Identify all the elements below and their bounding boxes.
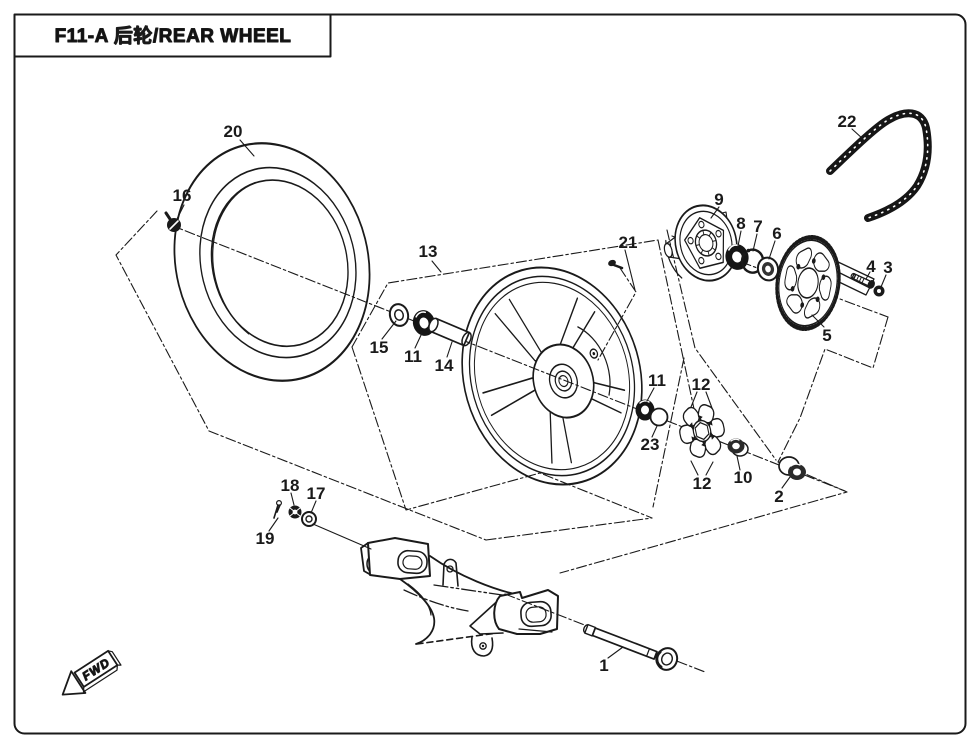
callout-1: 1	[599, 656, 608, 675]
callout-18: 18	[281, 476, 300, 495]
boundary-link-line	[485, 517, 653, 541]
bolt-part-4	[850, 272, 875, 289]
damper-group-boundary	[652, 357, 685, 508]
spacer-part-10	[727, 438, 749, 457]
bushing-part-2	[778, 456, 806, 480]
callout-16: 16	[173, 186, 192, 205]
washer-part-6	[756, 256, 780, 282]
swingarm	[360, 537, 559, 657]
callout-11-left: 11	[404, 347, 422, 366]
callout-8: 8	[736, 214, 745, 233]
title-box	[13, 13, 332, 58]
callout-14: 14	[435, 356, 454, 375]
callout-23: 23	[641, 435, 660, 454]
callout-4: 4	[866, 257, 876, 276]
spacer-tube-part-14	[428, 317, 472, 347]
callout-9: 9	[714, 190, 723, 209]
callout-10: 10	[734, 468, 753, 487]
axle-part-1	[582, 623, 679, 671]
leader-lines	[176, 128, 887, 659]
callout-12-bottom: 12	[693, 474, 712, 493]
callout-7: 7	[753, 217, 762, 236]
callout-5: 5	[822, 326, 831, 345]
cotter-pin-part-19	[273, 500, 283, 519]
page-title: F11-A 后轮/REAR WHEEL	[55, 24, 292, 47]
callout-12-top: 12	[692, 375, 711, 394]
tire-group-boundary	[115, 210, 487, 541]
oring-part-23	[649, 407, 669, 427]
callout-2: 2	[774, 487, 783, 506]
sprocket-group-boundary-left	[666, 229, 777, 461]
callout-13: 13	[419, 242, 438, 261]
callout-22: 22	[838, 112, 857, 131]
callout-15: 15	[370, 338, 389, 357]
adjuster-plates	[835, 260, 875, 296]
screw-part-21	[608, 259, 624, 270]
sprocket-part-5	[775, 235, 841, 331]
washer-part-15	[388, 303, 410, 327]
wheel-group-boundary-right	[657, 239, 701, 438]
nut-part-3	[873, 285, 885, 297]
callout-21: 21	[619, 233, 638, 252]
tire-part-20	[173, 142, 371, 382]
bearing-part-11-right	[635, 399, 655, 421]
callout-3: 3	[883, 258, 892, 277]
screw-21-axis-line	[597, 267, 637, 361]
callout-20: 20	[224, 122, 243, 141]
drive-chain-part-22	[826, 109, 932, 222]
callout-17: 17	[307, 484, 326, 503]
washer-part-17	[301, 511, 317, 527]
valve-part-16	[164, 211, 181, 232]
nut-part-18	[288, 505, 302, 519]
callout-19: 19	[256, 529, 275, 548]
diagram-border-frame	[13, 13, 967, 735]
cush-drive-part-12	[679, 403, 725, 459]
callout-11-right: 11	[648, 371, 666, 390]
callout-labels: 1 2 3 4 5 6 7 8 9 10 11 11 12 12 13 14 1…	[173, 112, 893, 675]
wheel-group-boundary-bottom	[351, 346, 653, 519]
sprocket-group-boundary-right	[559, 316, 889, 574]
wheel-group-boundary-top	[351, 239, 659, 348]
fwd-direction-marker: FWD	[61, 649, 122, 696]
callout-6: 6	[772, 224, 781, 243]
sprocket-carrier-part-9	[663, 204, 738, 282]
